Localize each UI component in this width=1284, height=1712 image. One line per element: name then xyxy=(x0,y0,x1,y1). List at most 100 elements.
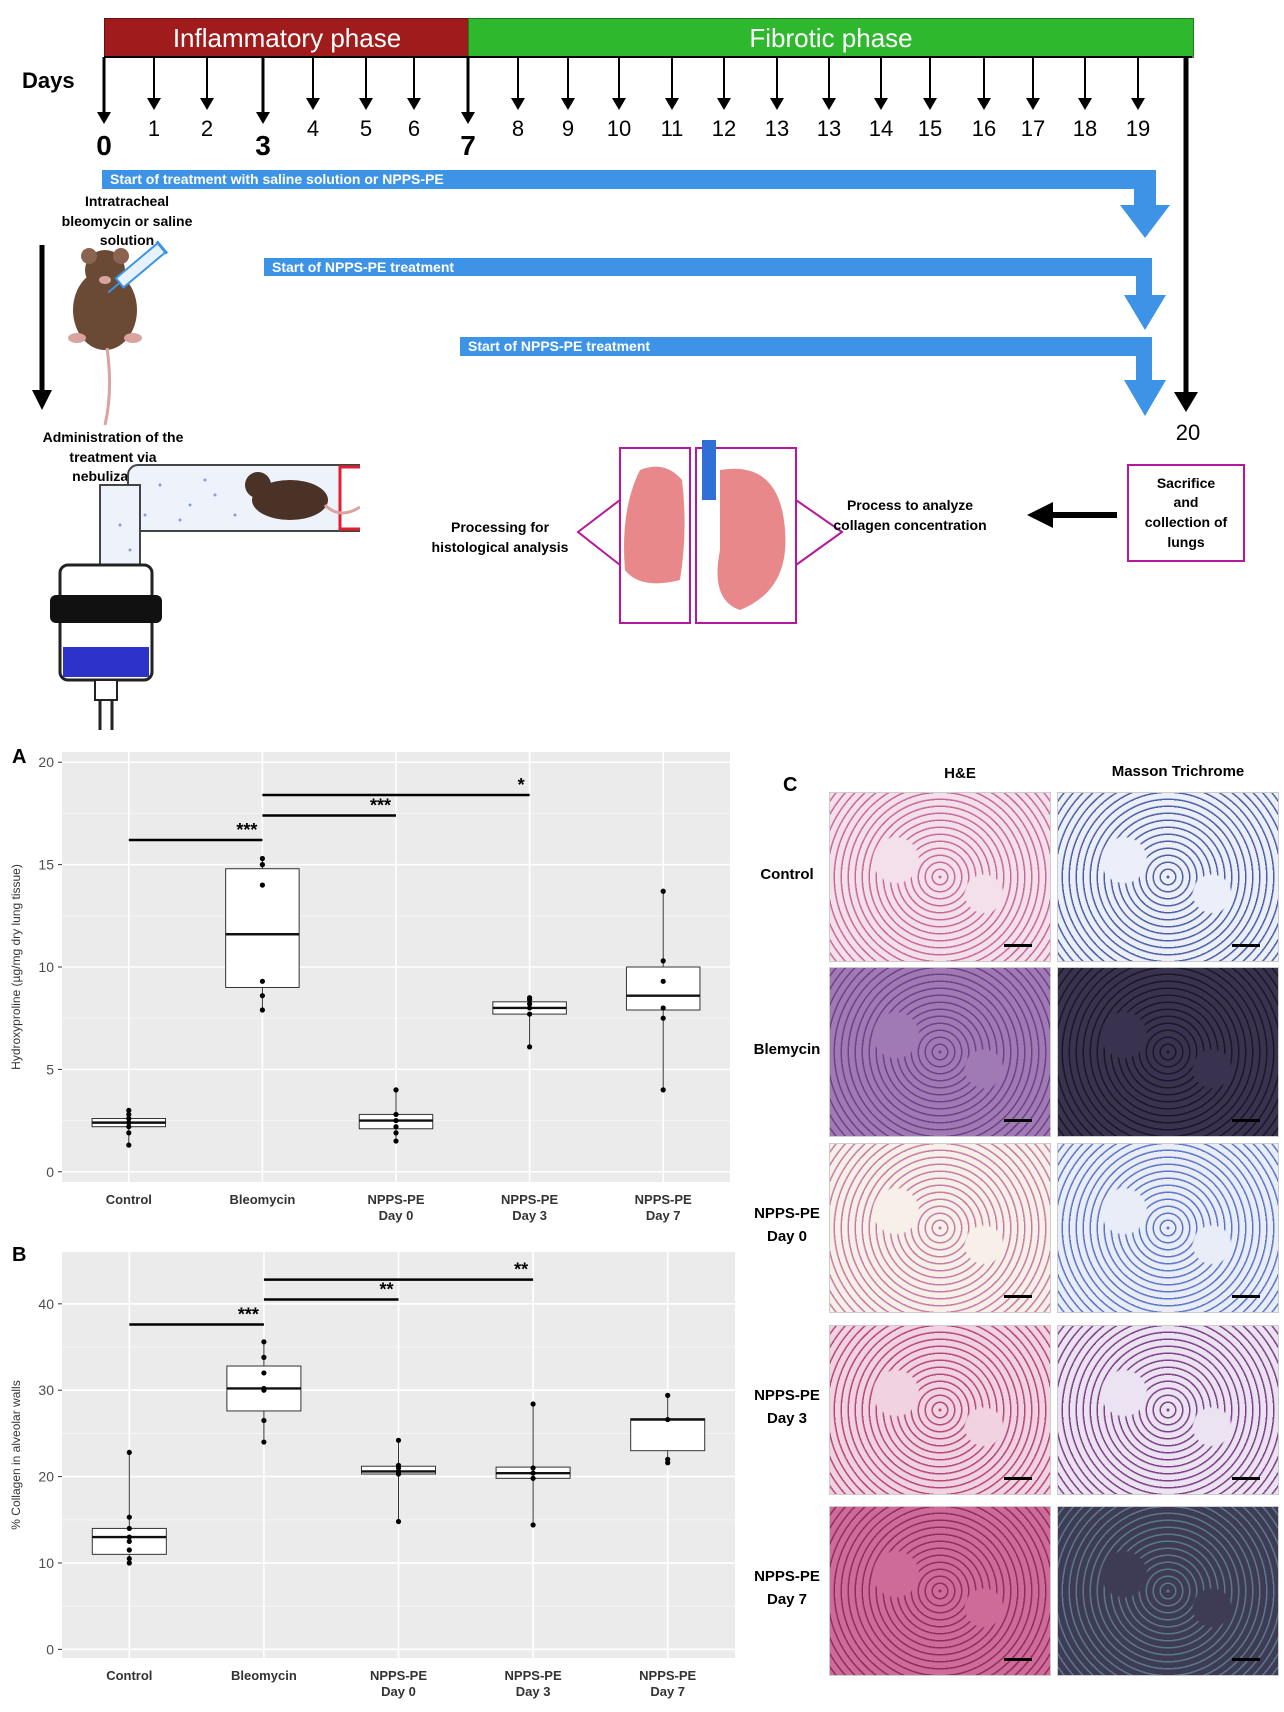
data-point xyxy=(126,1514,132,1520)
he-micrograph xyxy=(829,1143,1051,1313)
data-point xyxy=(259,882,265,888)
end-day-label: 20 xyxy=(1175,420,1201,445)
data-point xyxy=(126,1534,132,1540)
he-micrograph xyxy=(829,967,1051,1137)
sacrifice-box: Sacrifice and collection of lungs xyxy=(1127,464,1245,562)
significance-label: ** xyxy=(379,1280,393,1300)
data-point xyxy=(665,1392,671,1398)
treatment-arrow-1 xyxy=(102,170,1170,238)
day-arrowhead xyxy=(147,98,161,110)
day-label: 19 xyxy=(1125,116,1151,141)
day-label: 4 xyxy=(306,116,320,141)
x-tick-label: NPPS-PE xyxy=(505,1668,562,1683)
data-point xyxy=(393,1117,399,1124)
masson-micrograph xyxy=(1057,1325,1279,1495)
scale-bar xyxy=(1232,1658,1260,1661)
treatment-label-3: Start of NPPS-PE treatment xyxy=(468,338,651,354)
scale-bar xyxy=(1004,1119,1032,1122)
significance-label: *** xyxy=(238,1305,259,1325)
treatment-arrow-3 xyxy=(460,337,1166,416)
day-label: 12 xyxy=(711,116,737,141)
histology-row-label: Control xyxy=(760,866,814,883)
data-point xyxy=(126,1115,132,1122)
data-point xyxy=(259,855,265,862)
scale-bar xyxy=(1004,1477,1032,1480)
scale-bar xyxy=(1232,1477,1260,1480)
x-tick-label: Day 0 xyxy=(381,1684,416,1699)
data-point xyxy=(530,1470,536,1476)
data-point xyxy=(393,1111,399,1118)
x-tick-label: NPPS-PE xyxy=(501,1192,558,1207)
x-tick-label: NPPS-PE xyxy=(635,1192,692,1207)
x-tick-label: Bleomycin xyxy=(230,1192,296,1207)
data-point xyxy=(126,1449,132,1456)
timeline-arrows xyxy=(32,56,1198,412)
mouse-injection-illustration xyxy=(68,240,169,426)
day-arrowhead xyxy=(923,98,937,110)
histology-caption: Processing for histological analysis xyxy=(431,519,569,555)
x-tick-label: NPPS-PE xyxy=(367,1192,424,1207)
box xyxy=(625,966,701,1011)
scale-bar xyxy=(1232,944,1260,947)
scale-bar xyxy=(1232,1119,1260,1122)
day-arrowhead xyxy=(359,98,373,110)
day-label: 3 xyxy=(255,130,271,161)
data-point xyxy=(126,1107,132,1113)
day-label: 17 xyxy=(1020,116,1046,141)
box xyxy=(630,1418,706,1452)
box xyxy=(225,868,300,988)
x-tick-label: Day 7 xyxy=(646,1208,681,1223)
x-tick-label: Day 3 xyxy=(512,1208,547,1223)
scale-bar xyxy=(1004,944,1032,947)
day-arrowhead xyxy=(407,98,421,110)
data-point xyxy=(395,1518,402,1525)
day-arrowhead xyxy=(822,98,836,110)
he-micrograph xyxy=(829,1325,1051,1495)
day-arrowhead xyxy=(256,112,270,124)
data-point xyxy=(126,1560,132,1566)
x-tick-label: Day 3 xyxy=(516,1684,551,1699)
data-point xyxy=(393,1130,399,1136)
panel-a-letter: A xyxy=(12,746,27,768)
significance-label: *** xyxy=(236,820,257,840)
scale-bar xyxy=(1004,1658,1032,1661)
day-label: 16 xyxy=(971,116,997,141)
data-point xyxy=(126,1124,132,1130)
data-point xyxy=(126,1525,132,1532)
y-tick-label: 40 xyxy=(38,1296,54,1312)
data-point xyxy=(261,1354,267,1360)
masson-micrograph xyxy=(1057,1143,1279,1313)
day-arrowhead xyxy=(1026,98,1040,110)
data-point xyxy=(527,1011,533,1017)
day-arrowhead xyxy=(97,112,111,124)
data-point xyxy=(660,978,666,984)
panel-c-letter: C xyxy=(783,774,798,796)
left-arrow-icon xyxy=(1027,502,1117,528)
day-label: 2 xyxy=(200,116,214,141)
collagen-caption: Process to analyze collagen concentratio… xyxy=(833,497,987,533)
data-point xyxy=(126,1111,132,1118)
significance-label: *** xyxy=(370,795,391,815)
day-label: 5 xyxy=(359,116,373,141)
right-lung-icon xyxy=(717,468,786,610)
y-tick-label: 10 xyxy=(38,959,54,975)
data-point xyxy=(665,1416,671,1423)
day-arrowhead xyxy=(1131,98,1145,110)
x-tick-label: Control xyxy=(106,1192,152,1207)
data-point xyxy=(261,1417,267,1424)
data-point xyxy=(259,1007,265,1013)
x-tick-label: Day 7 xyxy=(650,1684,685,1699)
day-arrowhead xyxy=(977,98,991,110)
day-label: 0 xyxy=(96,130,112,161)
day-label: 13 xyxy=(816,116,842,141)
data-point xyxy=(660,958,666,964)
day-arrowhead xyxy=(717,98,731,110)
data-point xyxy=(530,1522,536,1528)
x-tick-label: NPPS-PE xyxy=(639,1668,696,1683)
data-point xyxy=(126,1142,132,1148)
day-label: 9 xyxy=(561,116,575,141)
data-point xyxy=(530,1465,536,1471)
data-point xyxy=(259,993,265,999)
